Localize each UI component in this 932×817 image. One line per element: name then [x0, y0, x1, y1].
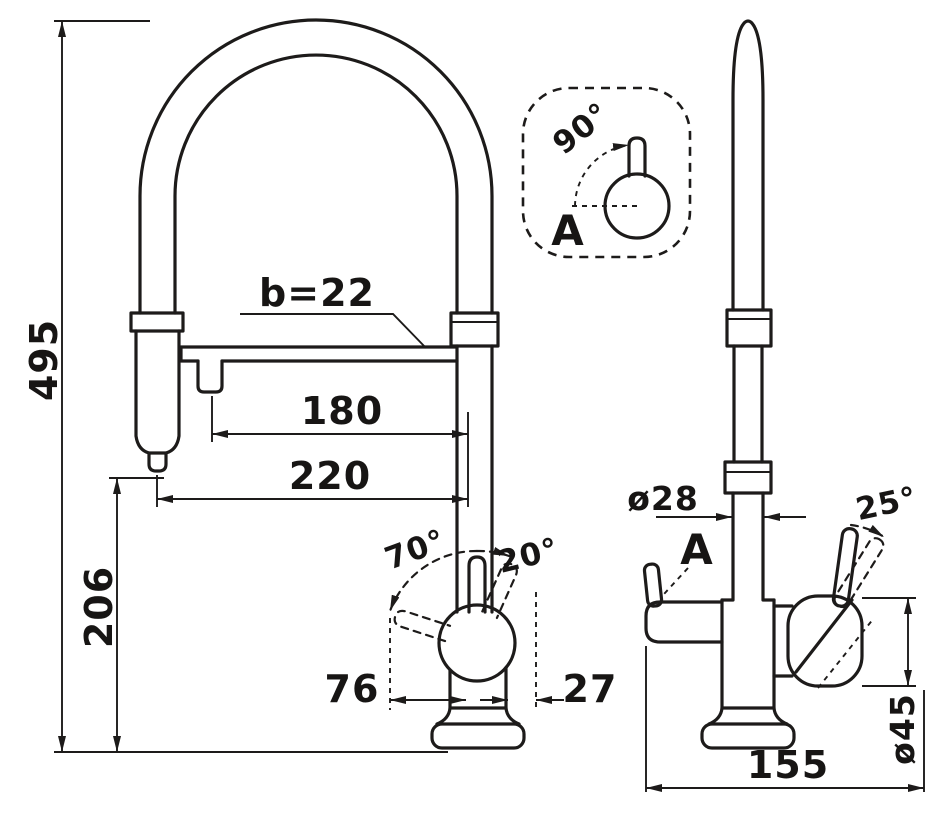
aerator-nub — [196, 359, 224, 394]
detail-a-label: A — [551, 206, 585, 255]
side-a-label: A — [680, 525, 714, 574]
dim-206-label: 206 — [77, 566, 121, 648]
side-collar-upper — [725, 308, 773, 348]
side-right-arm — [772, 604, 794, 678]
label-b22: b=22 — [259, 271, 375, 315]
hose-inner — [173, 53, 459, 315]
dim-28-label: ø28 — [627, 479, 699, 518]
side-body — [720, 598, 776, 710]
front-view — [129, 18, 526, 750]
handle-joint — [437, 603, 517, 683]
dim-220-label: 220 — [289, 454, 371, 498]
side-left-lever — [642, 562, 664, 608]
side-left-arm — [644, 600, 724, 644]
base-plate — [430, 722, 526, 750]
handle-position-20 — [481, 562, 518, 620]
angle-70-label: 70° — [380, 522, 450, 577]
handle-lever — [467, 555, 487, 614]
angle-90-label: 90° — [546, 96, 617, 162]
arc-70 — [388, 549, 479, 613]
dim-495-label: 495 — [22, 319, 66, 401]
spray-head — [134, 329, 181, 455]
side-joint — [786, 594, 864, 688]
base-flare — [435, 706, 521, 726]
detail-lever — [627, 136, 647, 178]
detail-arc-90 — [574, 143, 630, 207]
handle-lever-ghost-70 — [393, 609, 452, 643]
side-lever-tilted-25 — [833, 537, 885, 609]
detail-border — [521, 86, 692, 259]
side-column-mid — [732, 344, 764, 464]
hose-outer — [138, 18, 494, 315]
dim-180-label: 180 — [301, 389, 383, 433]
dim-27-label: 27 — [563, 667, 618, 711]
spout-tube — [179, 345, 459, 363]
spray-collar — [129, 311, 185, 333]
dim-76-label: 76 — [325, 667, 380, 711]
side-spout — [731, 19, 765, 312]
arc-20 — [475, 547, 511, 558]
leader-b22 — [240, 313, 427, 349]
faucet-column — [455, 344, 494, 614]
arc-25 — [849, 523, 886, 539]
side-view — [642, 19, 886, 750]
side-base-flare — [707, 706, 789, 726]
front-dimensions: 495 206 b=22 180 220 70° 20° 76 27 — [22, 20, 618, 753]
detail-view-a: 90° A — [521, 86, 692, 259]
side-collar-lower — [723, 460, 773, 495]
side-joint-seam — [794, 598, 854, 674]
spray-nozzle — [147, 451, 168, 473]
side-base-plate — [700, 722, 796, 750]
side-right-lever-ghost — [833, 537, 885, 609]
angle-25-label: 25° — [853, 480, 921, 528]
handle-position-70 — [393, 609, 452, 643]
handle-lever-ghost-20 — [481, 562, 518, 620]
side-column-lower — [720, 491, 776, 602]
hose-socket-collar — [449, 311, 500, 348]
dim-155-label: 155 — [747, 743, 829, 787]
angle-20-label: 20° — [494, 531, 563, 581]
side-joint-seam-tilted — [817, 617, 875, 689]
dim-45-label: ø45 — [883, 693, 922, 765]
